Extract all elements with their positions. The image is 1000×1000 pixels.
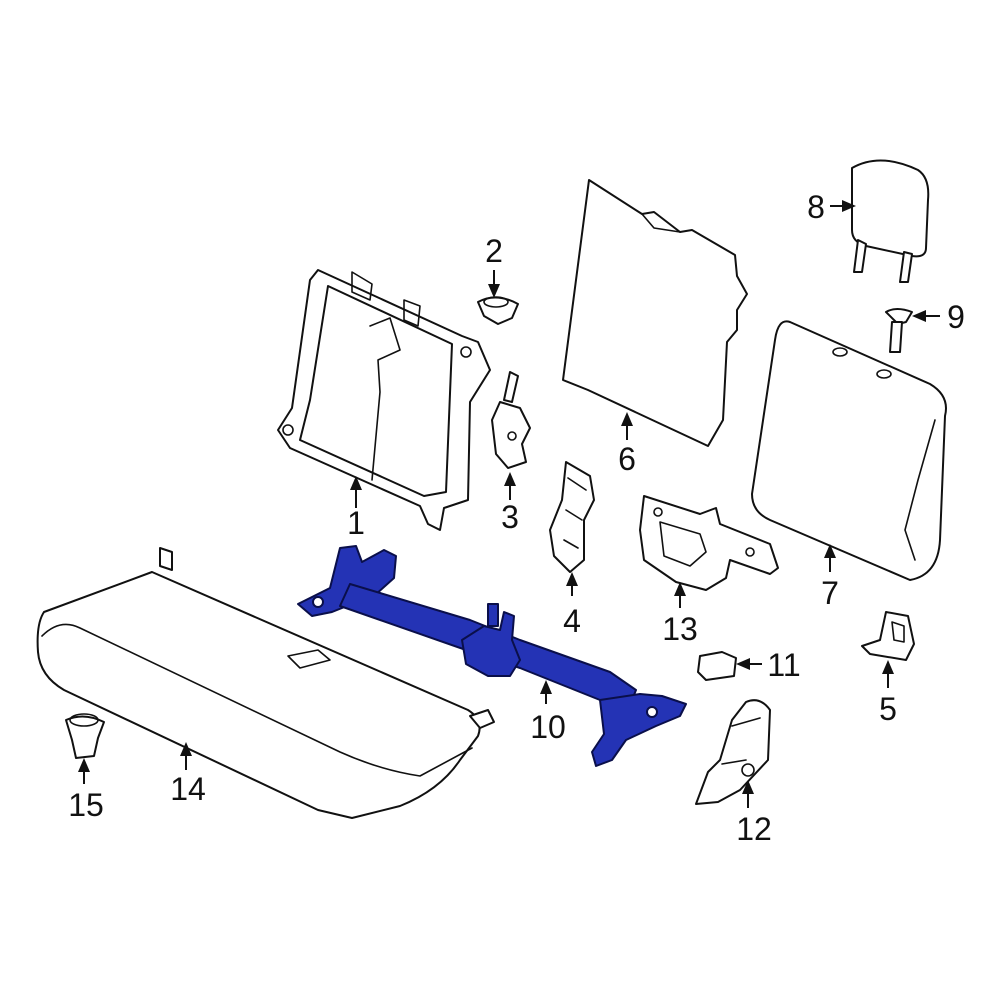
part-8-headrest [851, 159, 930, 283]
callout-12-label: 12 [736, 811, 772, 847]
part-13-hinge-assembly [639, 495, 779, 591]
callout-11: 11 [736, 647, 801, 683]
part-12-leg-cover [695, 699, 771, 805]
part-5-bracket [861, 611, 915, 661]
callout-13: 13 [662, 582, 698, 647]
callouts: 1 2 3 4 5 6 7 [68, 189, 965, 847]
callout-11-label: 11 [767, 647, 800, 683]
callout-9-label: 9 [947, 299, 965, 335]
part-11-spacer [697, 651, 737, 681]
part-2-clip [477, 296, 519, 325]
callout-8-label: 8 [807, 189, 825, 225]
callout-5-label: 5 [879, 691, 897, 727]
part-15-clip [65, 713, 105, 759]
callout-2: 2 [485, 233, 503, 298]
part-9-headrest-guide [885, 308, 913, 353]
callout-14: 14 [170, 742, 206, 807]
callout-3: 3 [501, 472, 519, 535]
part-7-seatback-cover [751, 320, 947, 581]
callout-13-label: 13 [662, 611, 698, 647]
callout-2-label: 2 [485, 233, 503, 269]
callout-3-label: 3 [501, 499, 519, 535]
callout-4: 4 [563, 572, 581, 639]
callout-4-label: 4 [563, 603, 581, 639]
part-6-seatback-panel [562, 179, 748, 447]
callout-15-label: 15 [68, 787, 104, 823]
frame-center-bracket [461, 611, 521, 677]
callout-5: 5 [879, 660, 897, 727]
callout-1-label: 1 [347, 505, 365, 541]
callout-9: 9 [912, 299, 965, 335]
part-3-latch [491, 371, 531, 469]
callout-14-label: 14 [170, 771, 206, 807]
callout-15: 15 [68, 758, 104, 823]
part-1-seatback-frame [277, 269, 491, 531]
callout-10: 10 [530, 680, 566, 745]
callout-8: 8 [807, 189, 856, 225]
part-10-seat-frame [297, 545, 687, 767]
callout-12: 12 [736, 780, 772, 847]
callout-1: 1 [347, 476, 365, 541]
frame-center-stem [487, 603, 499, 627]
part-14-seat-cushion [36, 547, 495, 819]
callout-7: 7 [821, 544, 839, 611]
callout-6: 6 [618, 412, 636, 477]
callout-10-label: 10 [530, 709, 566, 745]
callout-7-label: 7 [821, 575, 839, 611]
frame-right-mount [591, 693, 687, 767]
callout-6-label: 6 [618, 441, 636, 477]
part-4-hinge-cover [549, 461, 595, 573]
